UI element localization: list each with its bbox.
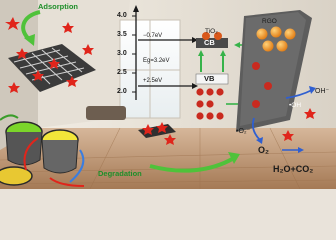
- scale-tick-2.0: 2.0: [117, 88, 127, 95]
- dye-molecules: [5, 17, 94, 93]
- scale-tick-3.0: 3.0: [117, 50, 127, 57]
- vb-potential-label: +2.5eV: [143, 78, 163, 84]
- cb-label: CB: [204, 38, 215, 47]
- hydroxide-label: OH⁻: [315, 88, 330, 95]
- scale-tick-3.5: 3.5: [117, 31, 127, 38]
- products-label: H₂O+CO₂: [273, 164, 314, 174]
- band-gap-label: Eg=3.2eV: [143, 58, 170, 64]
- paint-cans: [0, 114, 85, 187]
- hydroxyl-radical-label: •OH: [289, 102, 302, 109]
- superoxide-label: •O₂⁻: [236, 128, 251, 135]
- tio2-label: TiO₂: [205, 28, 218, 35]
- scale-tick-4.0: 4.0: [117, 12, 127, 19]
- rgo-label: RGO: [262, 18, 277, 25]
- adsorption-label: Adsorption: [38, 2, 78, 11]
- figure: Adsorption Degradation 4.0 3.5 3.0 2.5 2…: [0, 0, 336, 189]
- scene-illustration: [0, 0, 336, 189]
- cb-potential-label: −0.7eV: [143, 33, 163, 39]
- scale-tick-2.5: 2.5: [117, 69, 127, 76]
- degradation-label: Degradation: [98, 169, 142, 178]
- vb-label: VB: [204, 74, 215, 83]
- oxygen-label: O₂: [258, 145, 269, 155]
